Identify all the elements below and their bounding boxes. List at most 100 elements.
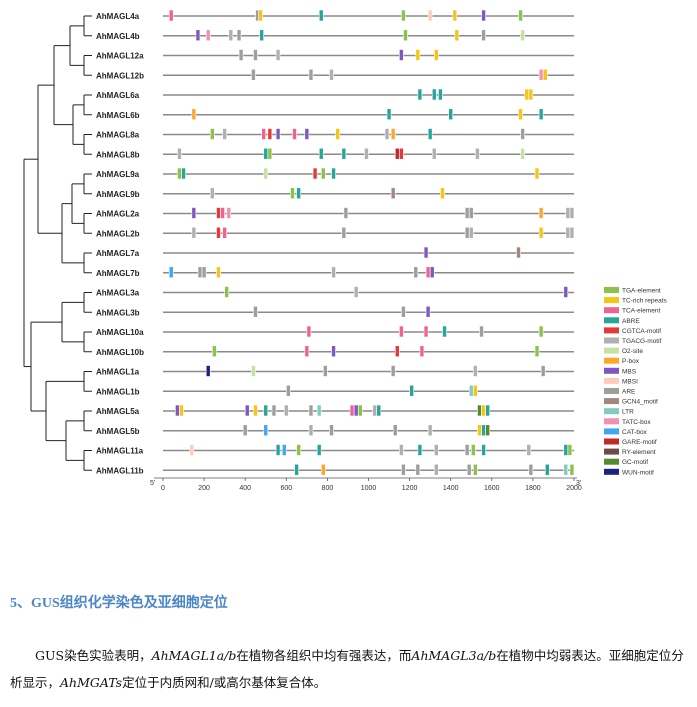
legend-label: RY-element xyxy=(622,449,656,456)
promoter-element-figure: AhMAGL4aAhMAGL4bAhMAGL12aAhMAGL12bAhMAGL… xyxy=(23,9,668,492)
legend-swatch xyxy=(604,458,619,465)
legend-swatch xyxy=(604,377,619,384)
cis-element-mark xyxy=(464,444,470,456)
cis-element-mark xyxy=(438,88,443,101)
legend-label: TC-rich repeats xyxy=(622,298,668,305)
axis-tick-label: 200 xyxy=(198,485,210,492)
cis-element-mark xyxy=(466,463,472,476)
cis-element-mark xyxy=(528,88,534,101)
legend-swatch xyxy=(604,428,619,435)
cis-element-mark xyxy=(353,404,359,417)
gene-label: AhMAGL6b xyxy=(96,111,140,120)
gene-labels: AhMAGL4aAhMAGL4bAhMAGL12aAhMAGL12bAhMAGL… xyxy=(96,12,144,475)
cis-element-mark xyxy=(320,463,326,476)
cis-element-mark xyxy=(403,29,408,42)
cis-element-mark xyxy=(267,147,273,160)
cis-element-mark xyxy=(263,424,269,437)
cis-element-mark xyxy=(329,424,334,437)
cis-element-mark xyxy=(427,9,433,22)
gene-label: AhMAGL8a xyxy=(96,131,140,140)
cis-element-mark xyxy=(216,226,221,239)
cis-element-mark xyxy=(394,345,400,358)
legend-swatch xyxy=(604,327,619,334)
cis-element-mark xyxy=(175,404,180,417)
cis-element-mark xyxy=(275,444,281,456)
legend-label: MBS xyxy=(622,368,637,375)
legend-swatch xyxy=(604,357,619,364)
gene-name-1: AhMAGL1a/b xyxy=(151,648,237,663)
legend-label: TGA-element xyxy=(622,288,661,295)
legend-swatch xyxy=(604,418,619,425)
cis-element-mark xyxy=(320,167,326,180)
cis-element-mark xyxy=(308,68,314,81)
cis-element-mark xyxy=(275,128,281,140)
cis-element-mark xyxy=(473,463,478,476)
cis-element-mark xyxy=(290,187,295,200)
cis-element-mark xyxy=(286,384,291,397)
legend-swatch xyxy=(604,408,619,415)
cis-element-mark xyxy=(534,167,540,180)
cis-element-mark xyxy=(481,444,486,456)
cis-element-mark xyxy=(473,365,478,377)
cis-element-mark xyxy=(468,384,474,397)
cis-element-mark xyxy=(201,266,207,279)
axis-tick-label: 1400 xyxy=(443,485,459,492)
cis-element-mark xyxy=(318,9,324,22)
legend-label: LTR xyxy=(622,409,634,416)
legend-swatch xyxy=(604,398,619,405)
axis-tick-label: 1600 xyxy=(484,485,500,492)
gene-label: AhMAGL9a xyxy=(96,170,140,179)
cis-element-mark xyxy=(343,207,349,219)
cis-element-mark xyxy=(401,9,406,22)
cis-element-mark xyxy=(440,187,445,200)
cis-element-mark xyxy=(251,365,256,377)
axis-end-label: 3' xyxy=(576,480,581,487)
cis-element-mark xyxy=(423,325,429,338)
legend-swatch xyxy=(604,307,619,314)
cis-element-mark xyxy=(415,463,421,476)
gene-label: AhMAGL3b xyxy=(96,308,140,317)
cis-element-mark xyxy=(304,345,310,358)
cis-element-mark xyxy=(526,444,532,456)
cis-element-mark xyxy=(364,147,369,160)
cis-element-mark xyxy=(464,207,470,219)
cis-element-mark xyxy=(263,167,269,180)
legend-label: ARE xyxy=(622,389,636,396)
cis-element-mark xyxy=(563,286,569,298)
cis-element-mark xyxy=(216,207,221,219)
cis-element-mark xyxy=(563,463,569,476)
cis-element-mark xyxy=(520,29,525,42)
cis-element-mark xyxy=(386,108,392,121)
cis-element-mark xyxy=(419,345,425,358)
cis-element-mark xyxy=(399,444,404,456)
gene-label: AhMAGL3a xyxy=(96,289,140,298)
cis-element-mark xyxy=(308,424,314,437)
cis-element-mark xyxy=(283,404,289,417)
cis-element-mark xyxy=(434,463,439,476)
gene-name-2: AhMAGL3a/b xyxy=(411,648,497,663)
gene-label: AhMAGL7b xyxy=(96,269,140,278)
cis-element-mark xyxy=(427,128,433,140)
legend-swatch xyxy=(604,287,619,293)
cis-element-mark xyxy=(569,207,575,219)
cis-element-mark xyxy=(516,246,521,259)
gene-label: AhMAGL8b xyxy=(96,150,140,159)
cis-element-mark xyxy=(263,404,269,417)
cis-element-mark xyxy=(318,147,324,160)
cis-element-mark xyxy=(236,29,242,42)
gene-label: AhMAGL5a xyxy=(96,407,140,416)
gene-label: AhMAGL2a xyxy=(96,210,140,219)
legend-swatch xyxy=(604,367,619,374)
cis-element-mark xyxy=(222,226,227,239)
cis-element-mark xyxy=(210,187,215,200)
cis-element-mark xyxy=(189,444,195,456)
cis-element-mark xyxy=(417,444,423,456)
cis-element-mark xyxy=(242,424,248,437)
paragraph-text: 在植物各组织中均有强表达，而 xyxy=(236,648,412,663)
cis-element-mark xyxy=(481,424,486,437)
cis-element-mark xyxy=(372,404,377,417)
cis-element-mark xyxy=(210,128,215,140)
cis-element-mark xyxy=(226,207,232,219)
cis-element-mark xyxy=(331,266,336,279)
cis-element-mark xyxy=(181,167,186,180)
